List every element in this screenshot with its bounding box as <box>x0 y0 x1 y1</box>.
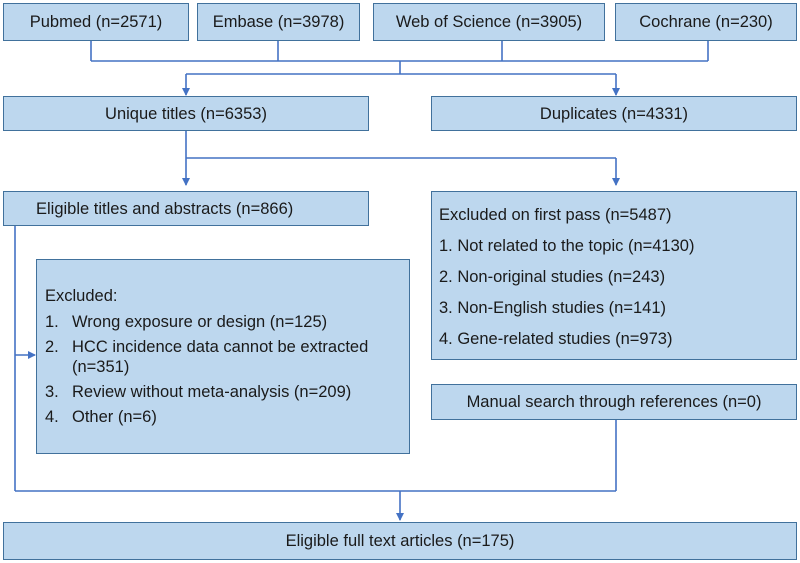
excluded-item: 2. HCC incidence data cannot be extracte… <box>45 337 403 377</box>
source-web-of-science-label: Web of Science (n=3905) <box>395 13 583 31</box>
duplicates-box: Duplicates (n=4331) <box>431 96 797 131</box>
eligible-full-text-box: Eligible full text articles (n=175) <box>3 522 797 560</box>
excluded-item-number: 1. <box>45 313 59 331</box>
excluded-item-number: 2. <box>45 338 59 356</box>
excluded-item-text: Review without meta-analysis (n=209) <box>72 383 352 401</box>
excluded-item-number: 3. <box>45 383 59 401</box>
unique-titles-box: Unique titles (n=6353) <box>3 96 369 131</box>
excluded-item: 3. Review without meta-analysis (n=209) <box>45 382 403 402</box>
source-pubmed: Pubmed (n=2571) <box>3 3 189 41</box>
source-cochrane-label: Cochrane (n=230) <box>639 13 773 31</box>
eligible-titles-label: Eligible titles and abstracts (n=866) <box>36 199 294 218</box>
eligible-titles-box: Eligible titles and abstracts (n=866) <box>3 191 369 226</box>
source-cochrane: Cochrane (n=230) <box>615 3 797 41</box>
excluded-box: Excluded: 1. Wrong exposure or design (n… <box>36 259 410 454</box>
excluded-item-text: HCC incidence data cannot be extracted (… <box>72 338 369 376</box>
excluded-first-pass-title: Excluded on first pass (n=5487) <box>439 206 672 224</box>
excluded-item-text: Wrong exposure or design (n=125) <box>72 313 328 331</box>
excluded-item: 4. Other (n=6) <box>45 407 403 427</box>
first-pass-item: 2. Non-original studies (n=243) <box>439 268 666 286</box>
source-embase: Embase (n=3978) <box>197 3 360 41</box>
source-embase-label: Embase (n=3978) <box>212 13 345 31</box>
duplicates-label: Duplicates (n=4331) <box>539 104 689 123</box>
excluded-title: Excluded: <box>45 287 118 305</box>
excluded-first-pass-box: Excluded on first pass (n=5487) 1. Not r… <box>431 191 797 360</box>
excluded-item-number: 4. <box>45 408 59 426</box>
eligible-full-text-label: Eligible full text articles (n=175) <box>285 532 515 550</box>
first-pass-item: 3. Non-English studies (n=141) <box>439 299 667 317</box>
first-pass-item: 1. Not related to the topic (n=4130) <box>439 237 695 255</box>
source-web-of-science: Web of Science (n=3905) <box>373 3 605 41</box>
first-pass-item: 4. Gene-related studies (n=973) <box>439 330 673 348</box>
excluded-item: 1. Wrong exposure or design (n=125) <box>45 312 403 332</box>
excluded-item-text: Other (n=6) <box>72 408 157 426</box>
manual-search-box: Manual search through references (n=0) <box>431 384 797 420</box>
source-pubmed-label: Pubmed (n=2571) <box>29 13 163 31</box>
unique-titles-label: Unique titles (n=6353) <box>105 104 267 123</box>
manual-search-label: Manual search through references (n=0) <box>466 393 762 411</box>
